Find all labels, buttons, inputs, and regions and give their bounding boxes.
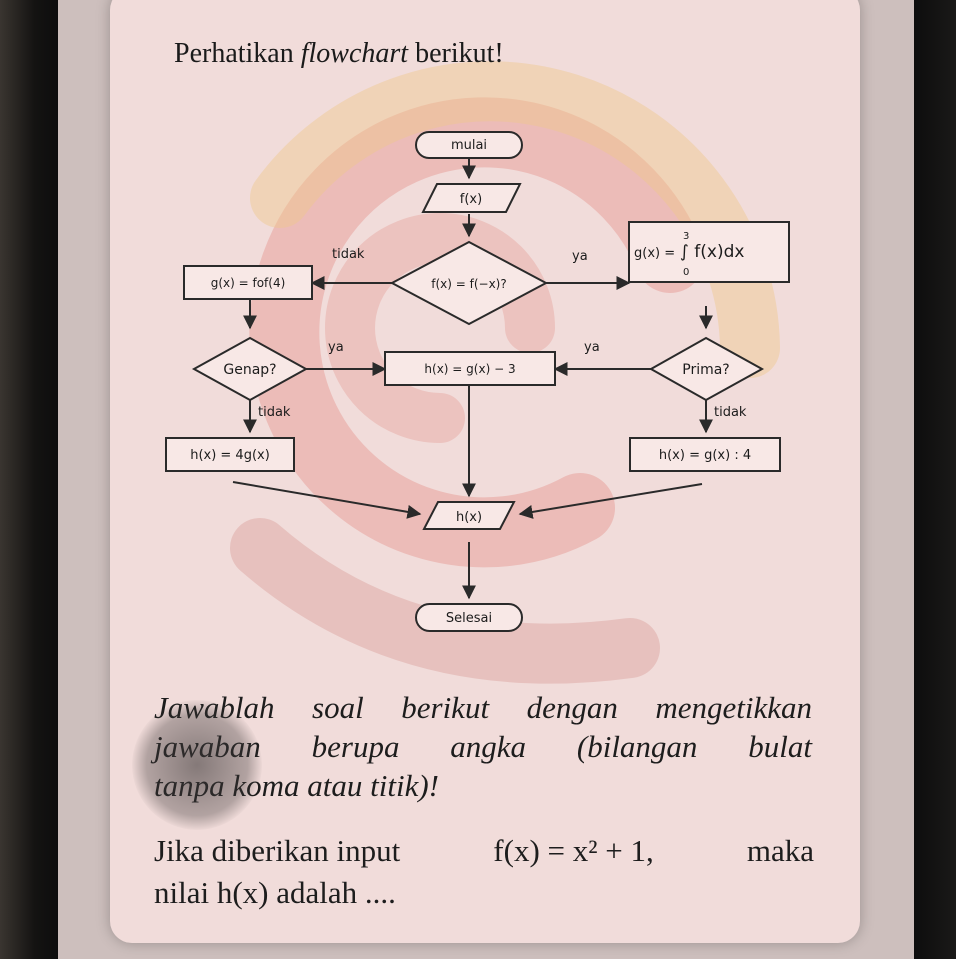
right-process-upper-limit: 3 [683, 231, 689, 242]
instructions-line-2: jawaban berupa angka (bilangan bulat [154, 729, 812, 764]
output-label: h(x) [456, 510, 482, 525]
left-process-label: g(x) = fof(4) [211, 276, 286, 290]
label-tidak-genap: tidak [258, 405, 291, 420]
output-parallelogram [422, 501, 516, 530]
device-bezel-right [914, 0, 956, 959]
question-part-4: nilai h(x) adalah .... [154, 875, 396, 910]
decision-genap-label: Genap? [223, 362, 276, 378]
decision-prima-label: Prima? [682, 362, 730, 378]
right-process-formula: g(x) = ∫ f(x)dx 3 0 [634, 231, 744, 278]
start-label: mulai [451, 138, 487, 153]
title-prefix: Perhatikan [174, 38, 301, 69]
end-terminal [415, 603, 523, 632]
title-suffix: berikut! [408, 38, 504, 69]
label-ya-genap: ya [328, 340, 344, 355]
left-lower-process-box [165, 437, 295, 472]
decision-prima-diamond [648, 336, 765, 402]
label-ya-prima: ya [584, 340, 600, 355]
question-part-1: Jika diberikan input [154, 833, 401, 868]
right-process-lower-limit: 0 [683, 267, 689, 278]
label-tidak-prima: tidak [714, 405, 747, 420]
finger-shadow [132, 700, 262, 830]
label-tidak-main: tidak [332, 247, 365, 262]
page-title: Perhatikan flowchart berikut! [174, 38, 504, 70]
input-parallelogram [421, 183, 522, 213]
decision-genap-diamond [191, 336, 309, 402]
question-function: f(x) = x² + 1, [493, 833, 654, 868]
right-process-prefix: g(x) = [634, 246, 675, 261]
right-process-integral: ∫ f(x)dx [680, 242, 744, 262]
arrow-right-to-output [518, 483, 703, 519]
input-label: f(x) [460, 192, 482, 207]
left-lower-process-label: h(x) = 4g(x) [190, 448, 270, 463]
start-terminal [415, 131, 523, 159]
decision-main-label: f(x) = f(−x)? [431, 277, 507, 291]
screen: Perhatikan flowchart berikut! [58, 0, 914, 959]
device-bezel-left [0, 0, 58, 959]
question-part-3: maka [746, 833, 814, 868]
flowchart: mulai f(x) f(x) = f(−x)? g(x) = fof(4) G… [165, 131, 790, 632]
question-text: Jika diberikan input f(x) = x² + 1, maka… [154, 830, 814, 914]
instructions-line-1: Jawablah soal berikut dengan mengetikkan [154, 690, 812, 725]
label-ya-main: ya [572, 249, 588, 264]
center-process-label: h(x) = g(x) − 3 [424, 362, 515, 376]
right-lower-process-box [629, 437, 781, 472]
decision-main-diamond [389, 240, 549, 326]
center-process-box [384, 351, 556, 386]
right-process-box [628, 221, 790, 283]
end-label: Selesai [446, 611, 492, 626]
arrow-left-to-output [232, 481, 422, 519]
right-lower-process-label: h(x) = g(x) : 4 [659, 448, 751, 463]
title-italic: flowchart [300, 38, 409, 69]
left-process-box [183, 265, 313, 300]
